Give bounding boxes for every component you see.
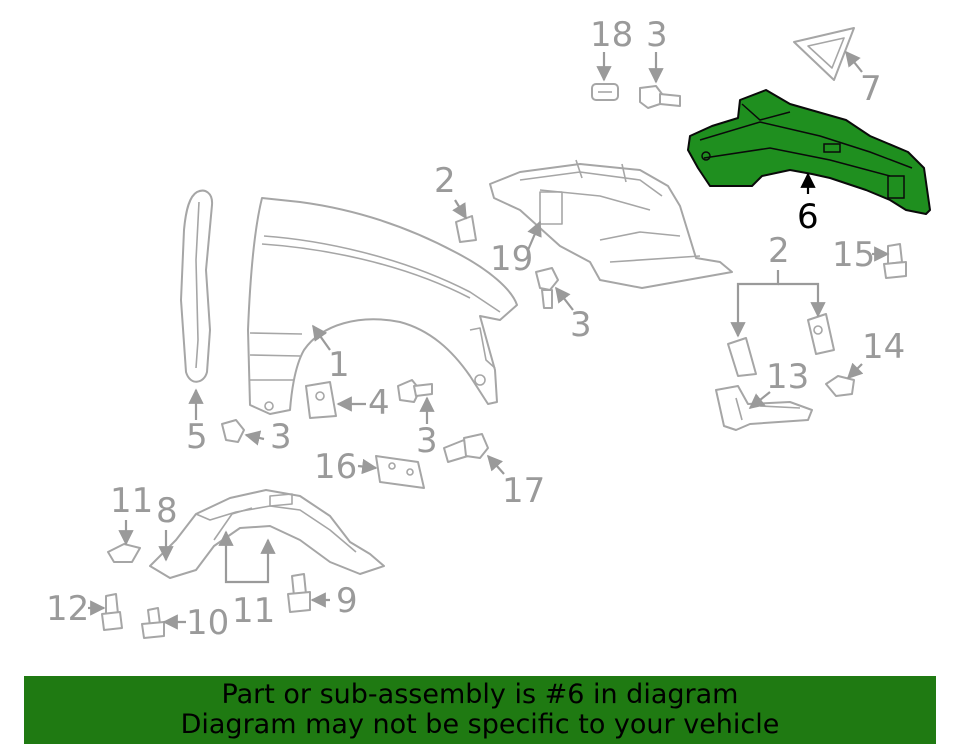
callout-11-left: 11 <box>110 481 153 521</box>
support-bracket-part <box>489 159 733 289</box>
parts-diagram: 18 3 7 6 2 19 2 15 3 1 14 13 4 5 3 3 16 … <box>46 15 931 643</box>
callout-3-lower-left: 3 <box>270 417 292 457</box>
fender-seal-part <box>180 189 214 383</box>
callout-3-lower-middle: 3 <box>416 421 438 461</box>
callout-6: 6 <box>797 197 819 237</box>
clip-11-left-part <box>107 543 141 563</box>
callout-4: 4 <box>368 383 390 423</box>
screw-9-part <box>287 573 311 613</box>
screw-12-part <box>101 593 123 631</box>
callout-17: 17 <box>502 471 545 511</box>
plate-16-part <box>375 455 425 489</box>
callout-1: 1 <box>328 345 350 385</box>
bolt-17-part <box>443 433 489 463</box>
apron-rail-assembly-part <box>687 89 931 215</box>
callout-9: 9 <box>336 581 358 621</box>
callout-3-middle: 3 <box>570 305 592 345</box>
callout-19: 19 <box>490 239 533 279</box>
callout-18: 18 <box>590 15 633 55</box>
clip-18-part <box>591 83 619 101</box>
front-fender-part <box>247 197 518 415</box>
callout-3-top: 3 <box>646 15 668 55</box>
callout-2-right: 2 <box>768 231 790 271</box>
callout-13: 13 <box>766 357 809 397</box>
bolt-3-lower-middle-part <box>397 379 433 403</box>
callout-7: 7 <box>860 69 882 109</box>
banner-line-2: Diagram may not be specific to your vehi… <box>180 709 780 740</box>
screw-10-part <box>141 607 165 639</box>
callout-16: 16 <box>314 447 357 487</box>
callout-10: 10 <box>186 603 229 643</box>
bolt-3-lower-left-part <box>221 419 245 443</box>
callout-5: 5 <box>186 417 208 457</box>
info-banner: Part or sub-assembly is #6 in diagram Di… <box>24 676 936 744</box>
callout-2-upper: 2 <box>434 161 456 201</box>
callout-8: 8 <box>156 491 178 531</box>
bolt-3-middle-part <box>535 267 559 309</box>
bracket-4-part <box>305 381 337 419</box>
bolt-15-part <box>883 243 907 279</box>
callout-12: 12 <box>46 589 89 629</box>
bolt-3-top-part <box>639 85 681 109</box>
banner-line-1: Part or sub-assembly is #6 in diagram <box>221 679 739 710</box>
clip-2-upper-part <box>455 215 477 243</box>
triangle-pad-part <box>793 27 855 81</box>
callout-11-lower: 11 <box>232 591 275 631</box>
leader-lines <box>88 50 890 630</box>
nut-14-part <box>825 375 855 397</box>
callout-15: 15 <box>832 235 875 275</box>
callout-labels: 18 3 7 6 2 19 2 15 3 1 14 13 4 5 3 3 16 … <box>46 15 905 643</box>
callout-14: 14 <box>862 327 905 367</box>
